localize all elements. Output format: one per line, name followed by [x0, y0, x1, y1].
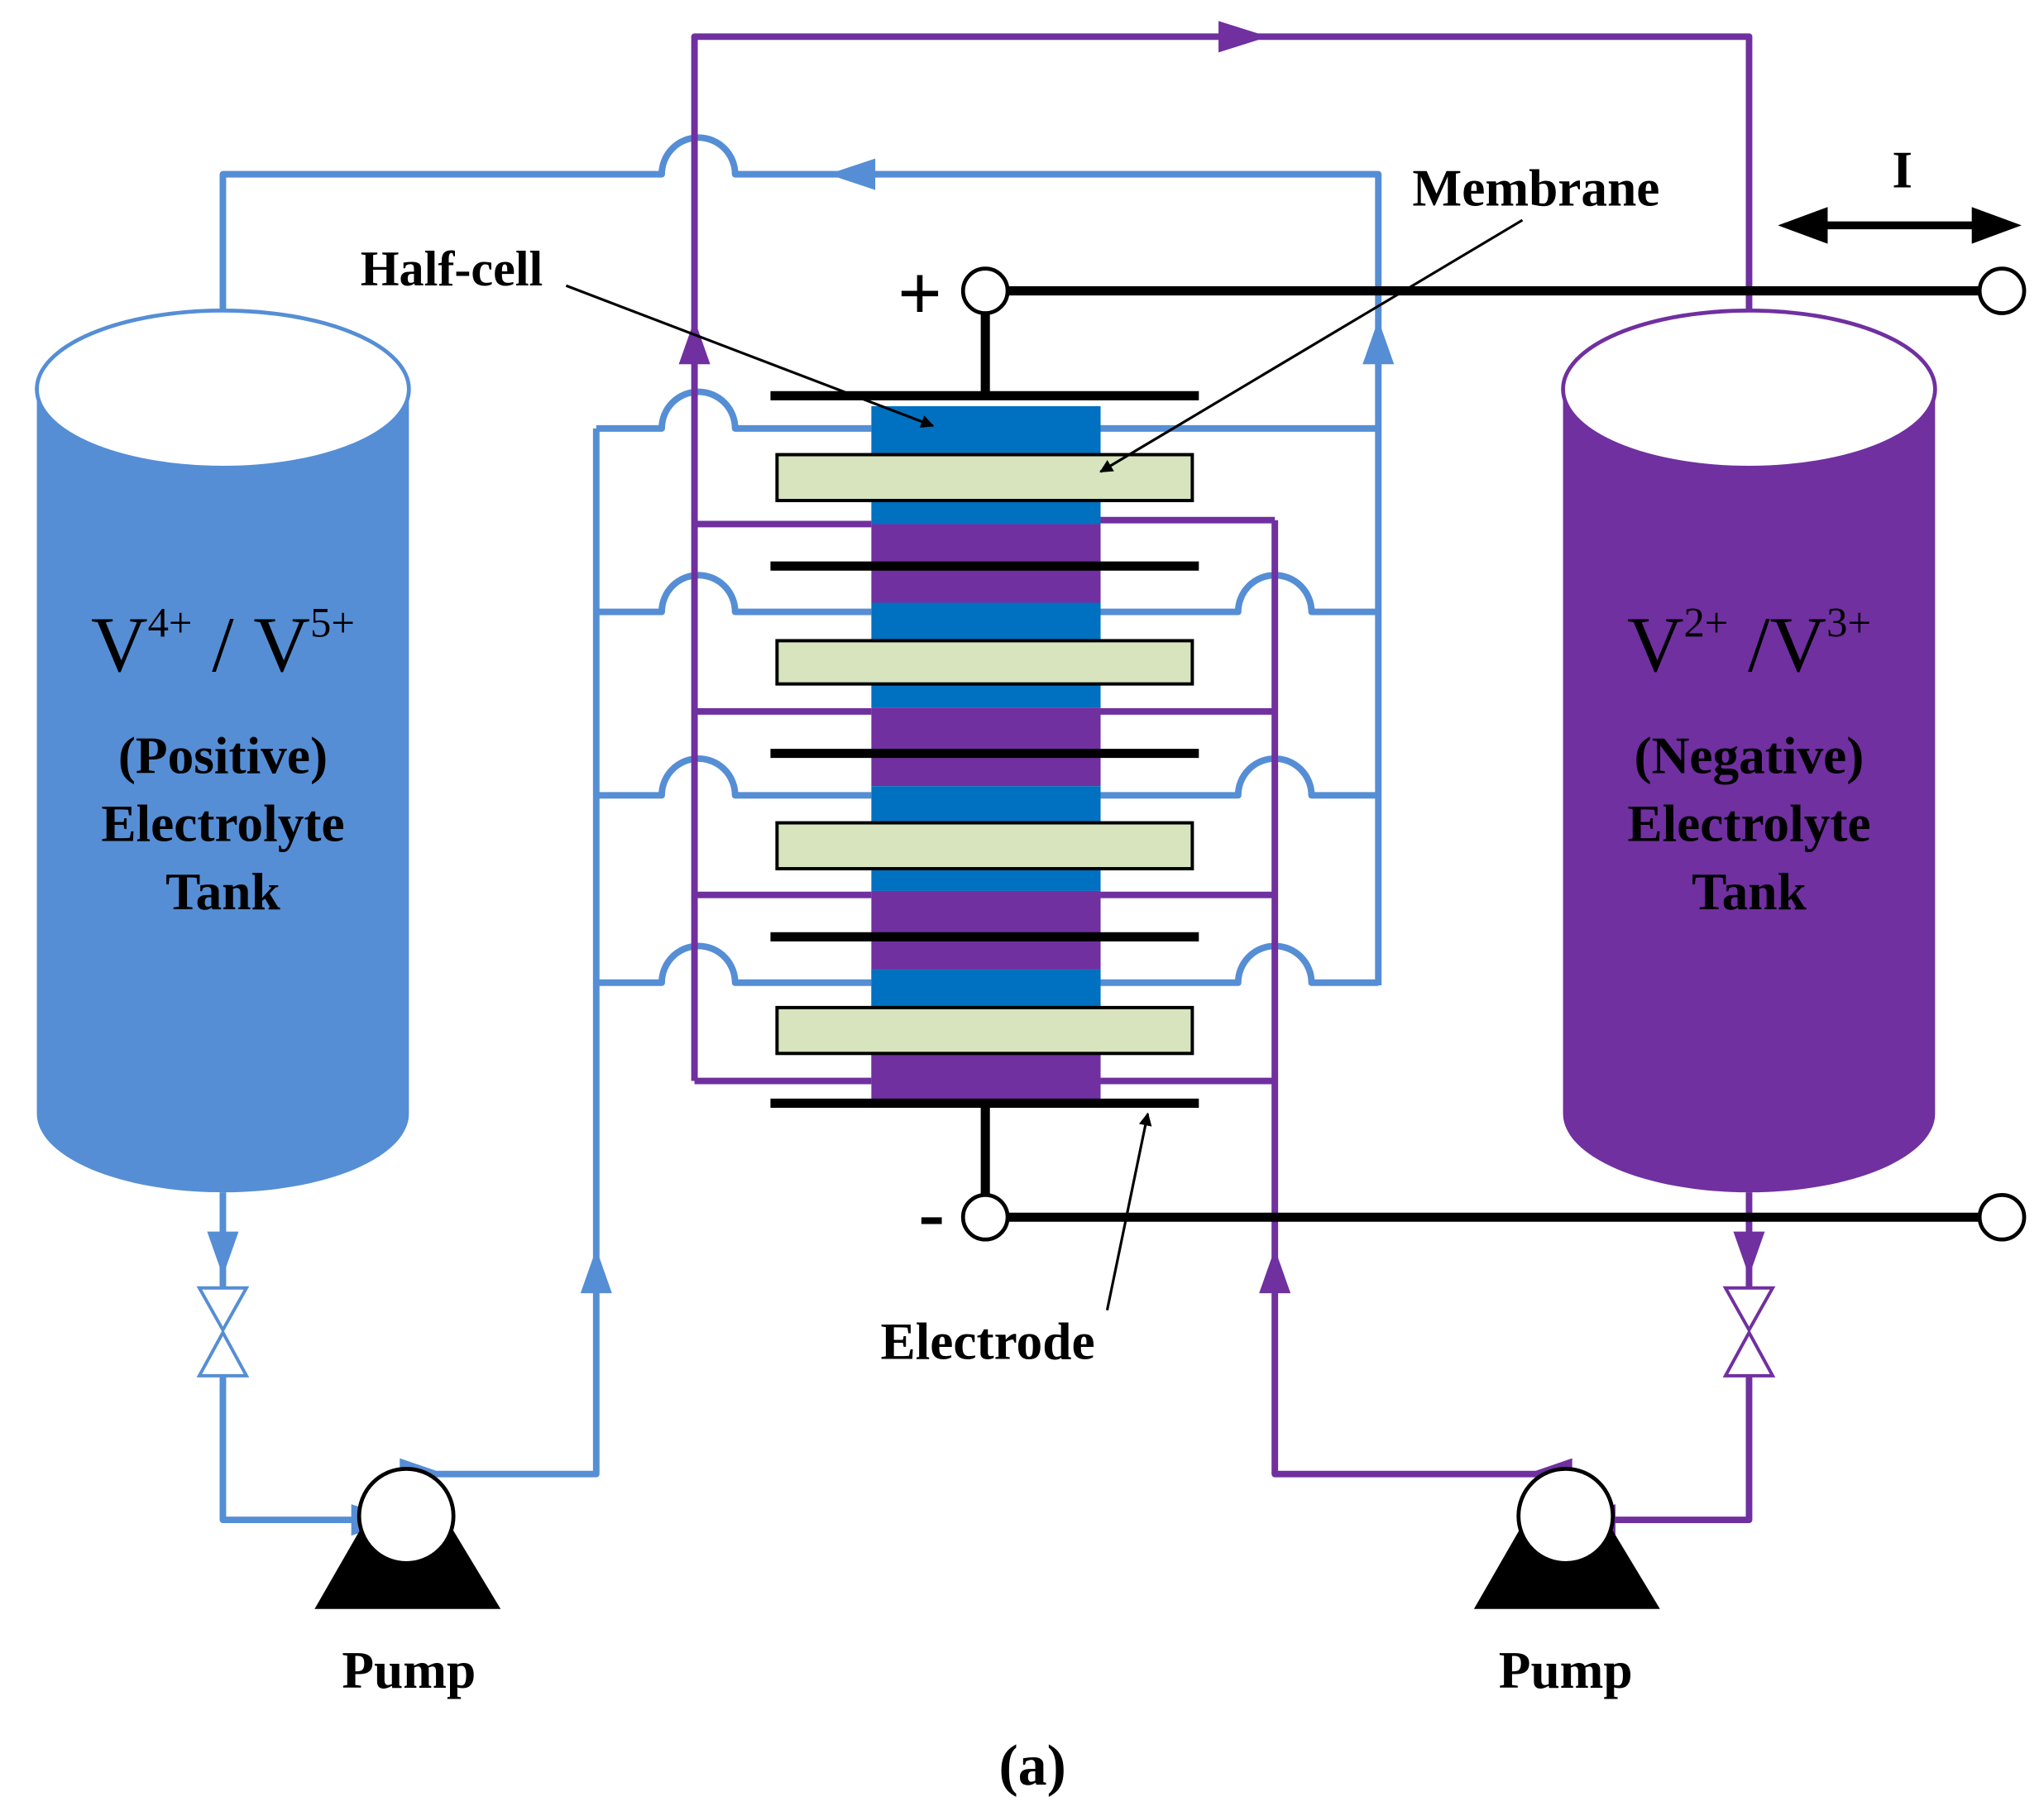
- terminal-icon: [960, 266, 1010, 315]
- positive-tank: V4+ / V5+ (Positive) Electrolyte Tank: [35, 308, 411, 1193]
- current-label: I: [1892, 141, 1912, 199]
- plus-terminal-label: +: [898, 249, 942, 337]
- flow-arrow-icon: [1259, 1248, 1291, 1294]
- positive-tank-label-1: (Positive): [118, 726, 328, 784]
- minus-terminal-label: -: [918, 1169, 945, 1257]
- terminal-icon: [960, 1192, 1010, 1242]
- electrical-circuit: [960, 266, 2027, 1242]
- leader-lines: [565, 218, 1524, 1311]
- pump-right-label: Pump: [1499, 1641, 1633, 1699]
- current-arrow-icon: [1778, 207, 2022, 244]
- flow-arrow-icon: [207, 1231, 239, 1277]
- positive-tank-label-2: Electrolyte: [101, 795, 344, 853]
- half-cell-label: Half-cell: [361, 242, 543, 297]
- membranes: [775, 453, 1194, 1056]
- flow-arrow-icon: [1733, 1231, 1765, 1277]
- valve-icon: [1722, 1286, 1776, 1378]
- negative-tank-label-1: (Negative): [1635, 726, 1864, 784]
- electrode-label: Electrode: [880, 1312, 1094, 1370]
- negative-tank: V2+ /V3+ (Negative) Electrolyte Tank: [1561, 308, 1937, 1193]
- pump-left-label: Pump: [342, 1641, 476, 1699]
- figure-caption: (a): [999, 1734, 1066, 1798]
- positive-tank-label-3: Tank: [165, 863, 280, 921]
- half-cell-negative: [871, 890, 1101, 970]
- pump-icon: [314, 1466, 501, 1609]
- cell-stack: [770, 391, 1199, 1109]
- positive-electrolyte-piping: [219, 134, 1382, 1524]
- flow-arrow-icon: [1362, 319, 1395, 365]
- flow-arrow-icon: [1218, 21, 1269, 53]
- negative-tank-label-2: Electrolyte: [1627, 795, 1870, 853]
- terminal-icon: [1977, 1192, 2027, 1242]
- valve-icon: [196, 1286, 250, 1378]
- positive-ion-label: V4+ / V5+: [91, 600, 355, 688]
- negative-ion-label: V2+ /V3+: [1627, 600, 1871, 688]
- membrane-label: Membrane: [1412, 160, 1659, 218]
- negative-tank-label-3: Tank: [1692, 863, 1807, 921]
- flow-arrow-icon: [828, 158, 876, 190]
- terminal-icon: [1977, 266, 2027, 315]
- half-cell-negative: [871, 707, 1101, 787]
- flow-arrow-icon: [580, 1248, 612, 1294]
- flow-arrow-icon: [678, 319, 711, 365]
- pump-icon: [1473, 1466, 1660, 1609]
